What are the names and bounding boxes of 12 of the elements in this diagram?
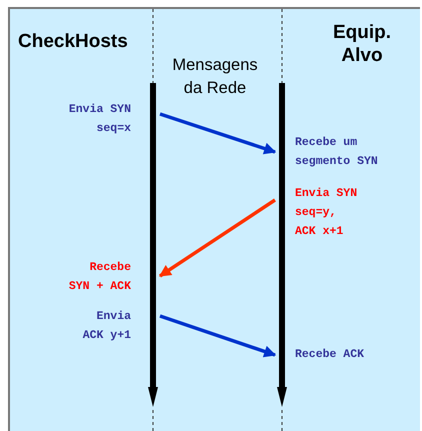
message-note: Recebe um segmento SYN	[295, 135, 379, 170]
message-arrow	[159, 198, 276, 278]
message-note: Recebe ACK	[295, 347, 366, 363]
message-arrow	[159, 112, 276, 154]
message-arrow	[159, 314, 276, 358]
message-note: Envia SYN seq=x	[68, 102, 131, 137]
lifeline-heading: Equip. Alvo	[332, 21, 392, 67]
message-note: Recebe SYN + ACK	[68, 260, 131, 295]
column-title: Mensagens da Rede	[171, 55, 259, 99]
message-note: Envia ACK y+1	[82, 309, 131, 344]
message-note: Envia SYN seq=y, ACK x+1	[295, 186, 358, 240]
lifeline-heading: CheckHosts	[18, 30, 129, 53]
